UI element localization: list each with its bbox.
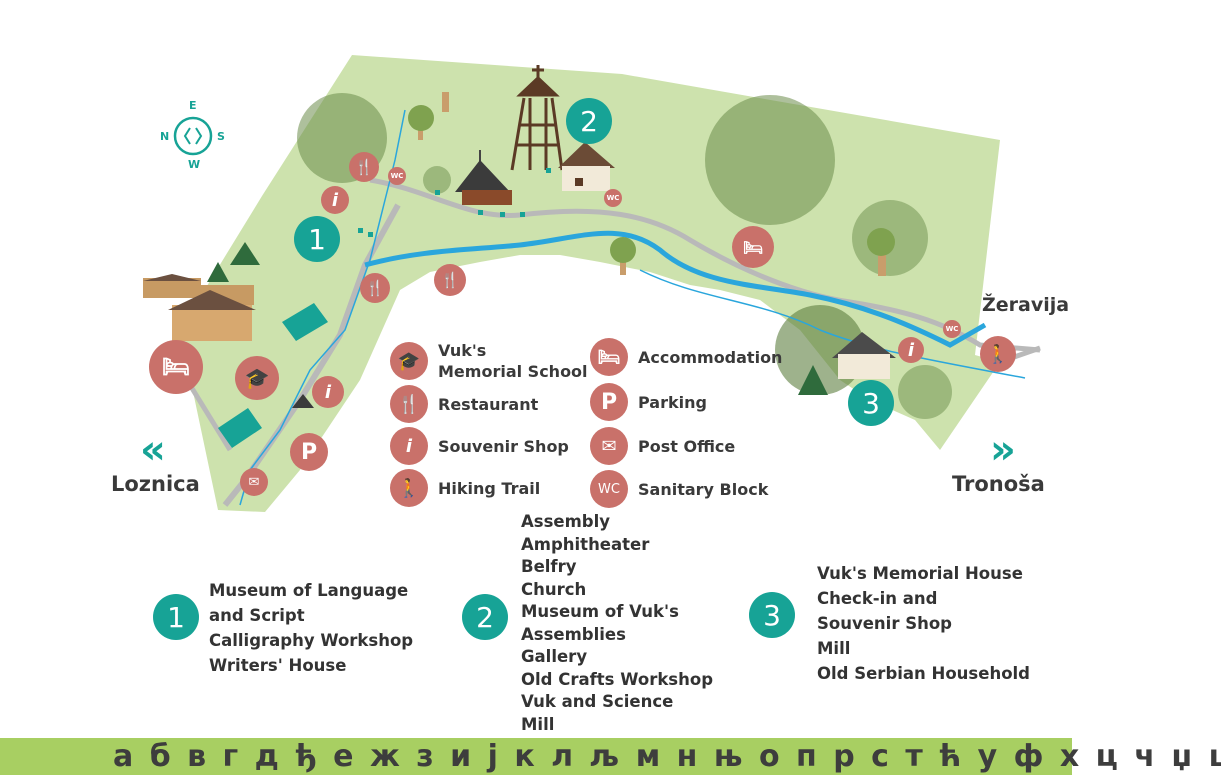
wc-marker[interactable]: WC (388, 167, 406, 185)
building (143, 274, 314, 408)
zone-2-item: Amphitheater (521, 534, 650, 554)
souvenir-marker[interactable]: i (312, 376, 344, 408)
zone-2-item: Vuk and Science (521, 692, 674, 711)
restaurant-marker[interactable]: 🍴 (349, 152, 379, 182)
zone-badge-3[interactable]: 3 (848, 380, 894, 426)
zone-2-item: Museum of Vuk's (521, 602, 679, 621)
legend-souvenir: i Souvenir Shop (390, 427, 569, 465)
tree (207, 92, 895, 395)
church (455, 150, 512, 205)
zone-1-badge: 1 (153, 594, 199, 640)
zone-3-item: Souvenir Shop (817, 614, 952, 633)
compass-east-label: E (189, 99, 197, 112)
accommodation-marker[interactable]: 🛏 (149, 340, 203, 394)
zone-badge-1[interactable]: 1 (294, 216, 340, 262)
legend-restaurant: 🍴 Restaurant (390, 385, 538, 423)
school-icon: 🎓 (390, 342, 428, 380)
zone-1-item: Writers' House (209, 656, 347, 675)
hiking-icon: 🚶 (390, 469, 428, 507)
river (364, 230, 987, 348)
building (558, 142, 615, 191)
legend-hiking: 🚶 Hiking Trail (390, 469, 540, 507)
legend-school: 🎓 Vuk's Memorial School (390, 340, 588, 382)
zone-2-item: Mill (521, 714, 555, 734)
alphabet-bar (0, 738, 1072, 775)
wc-marker[interactable]: WC (943, 320, 961, 338)
compass-west-label: W (188, 158, 201, 171)
zone-3-list: Vuk's Memorial House Check-in and Souven… (817, 561, 1030, 686)
restaurant-icon: 🍴 (390, 385, 428, 423)
cyrillic-alphabet: а б в г д ђ е ж з и ј к л љ м н њ о п р … (113, 739, 1221, 774)
wc-icon: WC (590, 470, 628, 508)
post-icon: ✉ (590, 427, 628, 465)
compass-south-label: S (217, 130, 225, 143)
place-loznica: Loznica (111, 472, 200, 496)
parking-icon: P (590, 383, 628, 421)
belfry (510, 65, 564, 171)
zone-2-item: Assemblies (521, 624, 626, 644)
zone-2-item: Assembly (521, 512, 611, 531)
souvenir-marker[interactable]: i (898, 337, 924, 363)
building (832, 332, 896, 379)
compass-north-label: N (160, 130, 170, 143)
school-marker[interactable]: 🎓 (235, 356, 279, 400)
zone-3-item: Check-in and (817, 589, 938, 608)
zone-1-item: Calligraphy Workshop (209, 631, 414, 650)
place-tronosa: Tronoša (952, 472, 1045, 496)
legend-accommodation: 🛏 Accommodation (590, 338, 782, 376)
zone-2-badge: 2 (462, 594, 508, 640)
zone-badge-2[interactable]: 2 (566, 98, 612, 144)
zone-1-item: Museum of Language (209, 581, 409, 600)
parking-marker[interactable]: P (290, 433, 328, 471)
zone-2-item: Old Crafts Workshop (521, 669, 714, 689)
zone-2-item: Gallery (521, 647, 588, 666)
legend-parking: P Parking (590, 383, 707, 421)
zone-3-item: Old Serbian Household (817, 664, 1030, 683)
souvenir-marker[interactable]: i (321, 186, 349, 214)
chevron-right-icon: » (990, 427, 1016, 473)
zone-2-list: Assembly Amphitheater Belfry Church Muse… (521, 511, 713, 736)
chevron-left-icon: « (140, 427, 166, 473)
legend-wc: WC Sanitary Block (590, 470, 768, 508)
zone-1-list: Museum of Language and Script Calligraph… (209, 578, 413, 678)
compass (173, 116, 213, 156)
zone-3-item: Mill (817, 639, 851, 658)
accommodation-marker[interactable]: 🛏 (732, 226, 774, 268)
legend-post: ✉ Post Office (590, 427, 735, 465)
wc-marker[interactable]: WC (604, 189, 622, 207)
accommodation-icon: 🛏 (590, 338, 628, 376)
zone-3-item: Vuk's Memorial House (817, 564, 1023, 583)
place-zeravija: Žeravija (982, 294, 1070, 316)
zone-2-item: Belfry (521, 557, 577, 576)
souvenir-icon: i (390, 427, 428, 465)
hiking-marker[interactable]: 🚶 (980, 336, 1016, 372)
zone-3-badge: 3 (749, 592, 795, 638)
restaurant-marker[interactable]: 🍴 (360, 273, 390, 303)
sports-field (218, 303, 328, 448)
restaurant-marker[interactable]: 🍴 (434, 264, 466, 296)
zone-1-item: and Script (209, 606, 305, 625)
zone-2-item: Church (521, 579, 587, 599)
post-marker[interactable]: ✉ (240, 468, 268, 496)
